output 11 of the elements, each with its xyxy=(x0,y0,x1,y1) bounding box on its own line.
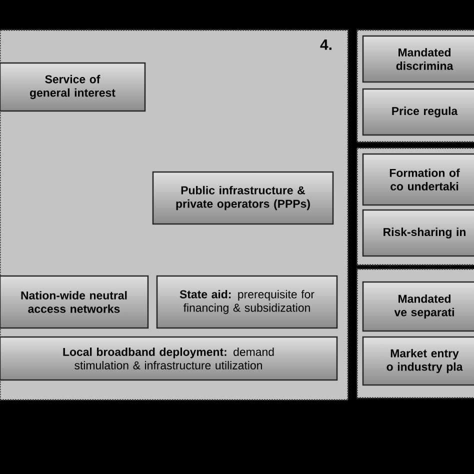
label-box: Local broadband deployment: demand stimulation & infrastructure utilization xyxy=(0,336,338,381)
label-box: Risk-sharing in xyxy=(362,209,474,257)
label-box: Price regula xyxy=(362,88,474,136)
label-box: Public infrastructure & private operators (PPPs) xyxy=(152,171,334,225)
label-box: Formation of co undertaki xyxy=(362,153,474,206)
label-box: Mandated discrimina xyxy=(362,35,474,83)
label-box: Nation-wide neutral access networks xyxy=(0,275,149,329)
label-box: State aid: prerequisite for financing & subsidization xyxy=(156,275,338,329)
label-box: Market entry o industry pla xyxy=(362,336,474,386)
label-box: Service of general interest xyxy=(0,62,146,112)
label-box: Mandated ve separati xyxy=(362,281,474,332)
